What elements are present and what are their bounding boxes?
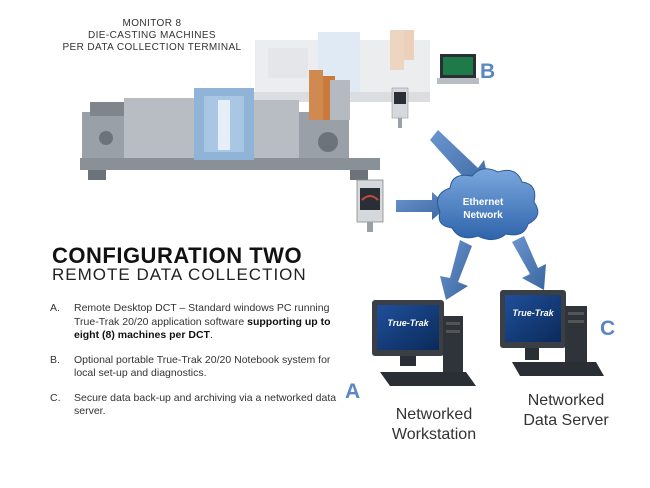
caption-line-3: PER DATA COLLECTION TERMINAL [62, 42, 242, 53]
note-text: Secure data back-up and archiving via a … [74, 391, 337, 418]
server-label: Networked Data Server [510, 391, 622, 431]
workstation-computer [372, 300, 476, 386]
note-c: C. Secure data back-up and archiving via… [50, 392, 340, 419]
label-letter-c: C [600, 317, 616, 340]
label-letter-b: B [480, 60, 496, 83]
server-label-line-1: Networked [527, 392, 605, 409]
cloud-label-line-2: Network [463, 210, 503, 221]
rear-terminal [391, 87, 409, 128]
note-text-tail: . [209, 329, 213, 341]
caption-line-2: DIE-CASTING MACHINES [87, 30, 216, 41]
workstation-screen-brand: True-Trak [387, 318, 429, 328]
note-text: Optional portable True-Trak 20/20 Notebo… [74, 353, 331, 380]
server-label-line-2: Data Server [523, 412, 609, 429]
caption-line-1: MONITOR 8 [122, 18, 182, 29]
note-text-main: Remote Desktop DCT – Standard windows PC… [74, 302, 330, 328]
configuration-title: CONFIGURATION TWO [52, 243, 303, 268]
note-letter: B. [50, 353, 60, 366]
note-text-bold: supporting up to eight (8) machines per … [74, 315, 331, 342]
workstation-label: Networked Workstation [378, 405, 490, 445]
arrow-left-in [396, 192, 448, 220]
notes-list: A. Remote Desktop DCT – Standard windows… [50, 302, 340, 430]
cloud-label: Ethernet Network [441, 196, 525, 222]
server-computer [500, 290, 604, 376]
ethernet-cloud [437, 168, 539, 240]
dct-kiosk [356, 179, 384, 232]
note-letter: A. [50, 302, 60, 314]
label-letter-a: A [345, 380, 361, 403]
arrow-down-server [512, 236, 546, 290]
workstation-label-line-1: Networked [395, 406, 473, 423]
note-a: A. Remote Desktop DCT – Standard windows… [50, 302, 340, 343]
die-casting-machine-front [80, 70, 380, 180]
workstation-label-line-2: Workstation [391, 426, 477, 443]
arrow-down-workstation [440, 240, 472, 300]
monitor-caption: MONITOR 8 DIE-CASTING MACHINES PER DATA … [52, 18, 252, 54]
cloud-label-line-1: Ethernet [462, 197, 504, 208]
note-b: B. Optional portable True-Trak 20/20 Not… [50, 354, 340, 381]
note-text: Remote Desktop DCT – Standard windows PC… [74, 302, 340, 343]
server-screen-brand: True-Trak [512, 308, 554, 318]
notebook-computer [437, 54, 479, 84]
note-letter: C. [50, 391, 61, 404]
configuration-subtitle: REMOTE DATA COLLECTION [52, 265, 307, 284]
